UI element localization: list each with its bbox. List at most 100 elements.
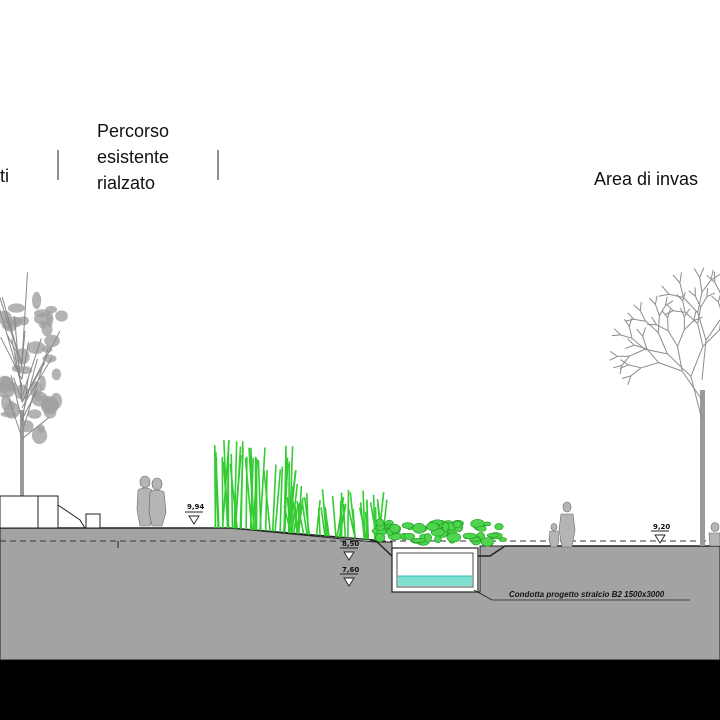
tree-branch [13, 377, 23, 402]
tree-branch [693, 311, 697, 321]
aquatic-plant [453, 520, 462, 529]
tree-branch [609, 355, 618, 361]
tree-branch [710, 273, 720, 281]
reed-stem [336, 497, 345, 538]
tree-leaf-cluster [14, 317, 23, 327]
aquatic-plant [476, 525, 487, 532]
aquatic-plant [486, 532, 499, 538]
tree-branch [717, 301, 720, 309]
culvert [391, 547, 479, 593]
tree-leaf-cluster [55, 310, 68, 322]
reed-stem [342, 503, 347, 538]
tree-branch [627, 312, 635, 320]
tree-branch [634, 344, 647, 350]
tree-branch [21, 341, 29, 379]
base-band [0, 660, 720, 720]
tree-branch [21, 338, 42, 397]
reed-stem [366, 499, 370, 540]
tree-branch [625, 344, 635, 349]
reed-stem [298, 485, 303, 534]
tree-branch [701, 280, 712, 293]
tree-leaf-cluster [31, 291, 42, 310]
tree-branch [677, 329, 685, 347]
tree-branch [693, 268, 701, 278]
label-percorso-line3: rialzato [97, 173, 156, 193]
aquatic-plant [411, 538, 426, 543]
reed-stem [214, 445, 217, 529]
reed-stem [234, 446, 242, 529]
tree-branch [633, 304, 641, 311]
tree-branch [690, 376, 703, 421]
tree-branch [697, 312, 707, 341]
tree-branch [13, 315, 23, 403]
tree-branch [654, 295, 658, 305]
reed-stem [358, 507, 368, 540]
tree-branch [639, 301, 642, 311]
tree-branch [21, 362, 46, 403]
tree-branch [620, 334, 633, 339]
tree-branch [625, 318, 634, 322]
tree-branch [679, 307, 685, 317]
reed-stem [250, 447, 255, 531]
aquatic-plant [434, 535, 442, 544]
tree-branch [706, 287, 709, 297]
tree-branch [667, 308, 671, 318]
tree-branch [633, 318, 646, 322]
tree-branch [640, 362, 659, 369]
tree-leaf-cluster [31, 426, 48, 444]
tree-branch [665, 296, 668, 306]
tree-branch [676, 293, 683, 301]
tree-leaf-cluster [33, 312, 52, 325]
reed-stem [331, 495, 337, 537]
tree-left [0, 272, 68, 528]
tree-branch [694, 295, 702, 308]
tree-branch [21, 416, 50, 440]
reed-stem [271, 464, 277, 532]
tree-leaf-cluster [17, 366, 33, 375]
reed-stem [222, 461, 230, 529]
tree-branch [629, 348, 645, 357]
tree-branch [657, 332, 668, 355]
reed-stem [230, 453, 234, 529]
tree-leaf-cluster [19, 420, 34, 433]
tree-leaf-cluster [45, 305, 58, 314]
tree-branch [642, 327, 647, 337]
tree-branch [636, 328, 644, 337]
tree-branch [642, 336, 648, 349]
tree-branch [668, 293, 684, 298]
tree-branch [21, 389, 38, 420]
tree-branch [630, 367, 642, 377]
tree-branch [21, 272, 28, 361]
reed-stem [352, 508, 356, 539]
tree-branch [613, 365, 622, 369]
tree-leaf-cluster [51, 368, 62, 381]
tree-branch [697, 307, 702, 324]
reed-stem [221, 456, 224, 529]
tree-branch [684, 320, 695, 330]
tree-branch [10, 375, 23, 422]
tree-branch [681, 370, 703, 401]
people-figures [136, 475, 720, 548]
tree-branch [665, 300, 674, 306]
reed-stem [240, 441, 244, 529]
reed-stem [215, 451, 220, 529]
tree-branch [710, 269, 714, 281]
reed-stem [274, 469, 282, 532]
aquatic-plant [389, 523, 401, 534]
label-area-di-invaso: Area di invas [594, 169, 699, 189]
culvert-note: Condotta progetto stralcio B2 1500x3000 [509, 590, 665, 599]
reed-stem [315, 500, 321, 536]
tree-branch [0, 308, 23, 387]
tree-branch [623, 319, 630, 327]
aquatic-plant [375, 518, 384, 527]
tree-leaf-cluster [7, 303, 25, 313]
tree-branch [656, 324, 669, 332]
reed-stem [296, 501, 305, 535]
tree-branch [613, 328, 621, 336]
aquatic-plant [412, 522, 426, 534]
tree-branch [677, 346, 683, 372]
tree-branch [628, 326, 633, 339]
tree-branch [657, 315, 660, 333]
aquatic-plant [426, 522, 439, 531]
